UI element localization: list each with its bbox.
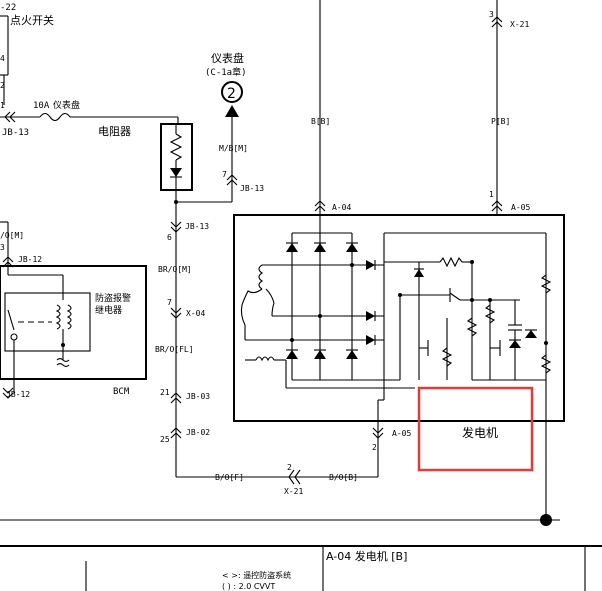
bcm-label: BCM [113, 387, 130, 397]
top-right-wires: B[B] A-04 3 X-21 P[B] 1 A-05 [311, 0, 530, 215]
ignition-switch-label: 点火开关 [10, 13, 54, 27]
x21-top: X-21 [510, 20, 529, 29]
fuse-rating: 10A [33, 101, 50, 111]
generator-highlight-box [417, 386, 534, 472]
instrument-panel: 仪表盘 (C-1a章) 2 M/B[M] 7 JB-13 [174, 51, 264, 204]
relay-label-1: 防盗报警 [95, 292, 131, 304]
pin-7b: 7 [167, 298, 172, 307]
a05-top: A-05 [511, 203, 530, 212]
pin-25: 25 [160, 435, 170, 444]
pin-2a: 2 [372, 443, 377, 452]
bcm-relay: /O[M] 3 JB-12 防盗报警 继电器 BCM JB-12 [0, 221, 147, 399]
generator-label: 发电机 [462, 425, 498, 440]
bottom-wire: B/O[F] 2 X-21 B/O[B] A-05 2 [176, 400, 411, 496]
wire-pb: P[B] [491, 117, 510, 126]
legend-line-1: < >: 遥控防盗系统 [222, 570, 291, 580]
a04-top: A-04 [332, 203, 351, 212]
resistor-label: 电阻器 [98, 125, 131, 138]
wire-bof: B/O[F] [215, 473, 244, 482]
x21-bottom: X-21 [284, 487, 303, 496]
pin-21: 21 [160, 388, 170, 397]
pin-3-top: 3 [489, 10, 494, 19]
resistor [160, 123, 193, 191]
wire-brofl: BR/O[FL] [155, 345, 194, 354]
instrument-panel-chapter: (C-1a章) [205, 66, 247, 78]
connector-jb13-fuse: JB-13 [2, 111, 29, 138]
wire-mbm: M/B[M] [219, 144, 248, 153]
footer-title: A-04 发电机 [B] [326, 549, 407, 563]
pin-6: 6 [167, 233, 172, 242]
jb02: JB-02 [186, 428, 210, 437]
jb13-b: JB-13 [185, 222, 209, 231]
jb03: JB-03 [186, 392, 210, 401]
ref-fragment: -22 [0, 3, 16, 13]
instrument-panel-number: 2 [227, 86, 236, 102]
legend-line-2: ( ) : 2.0 CVVT [222, 582, 275, 591]
pin-2: 2 [0, 81, 5, 90]
pin-4: 4 [0, 54, 5, 63]
pin-2b: 2 [287, 463, 292, 472]
jb12-bottom: JB-12 [6, 390, 30, 399]
a05-bottom: A-05 [392, 429, 411, 438]
pin-7a: 7 [222, 170, 227, 179]
footer: A-04 发电机 [B] < >: 遥控防盗系统 ( ) : 2.0 CVVT [0, 545, 602, 591]
ground-line [0, 380, 560, 526]
wire-om: /O[M] [0, 231, 24, 240]
jb13-a: JB-13 [240, 184, 264, 193]
fuse-circuit: 10A 仪表盘 JB-13 电阻器 [0, 99, 179, 138]
pin-1: 1 [0, 101, 5, 110]
svg-text:JB-13: JB-13 [2, 128, 29, 138]
center-wire: 6 JB-13 BR/O[M] 7 X-04 BR/O[FL] 21 JB-03… [155, 190, 210, 477]
wire-bob: B/O[B] [329, 473, 358, 482]
instrument-panel-title: 仪表盘 [211, 51, 244, 65]
x04: X-04 [186, 309, 205, 318]
ignition-switch: -22 点火开关 4 2 1 [0, 3, 54, 110]
wire-bb: B[B] [311, 117, 330, 126]
fuse-name: 仪表盘 [53, 99, 80, 111]
relay-label-2: 继电器 [95, 304, 122, 316]
generator-box [233, 214, 565, 422]
wire-brom: BR/O[M] [158, 265, 192, 274]
jb12-top: JB-12 [18, 255, 42, 264]
pin-3-left: 3 [0, 243, 5, 252]
pin-1-top: 1 [489, 190, 494, 199]
